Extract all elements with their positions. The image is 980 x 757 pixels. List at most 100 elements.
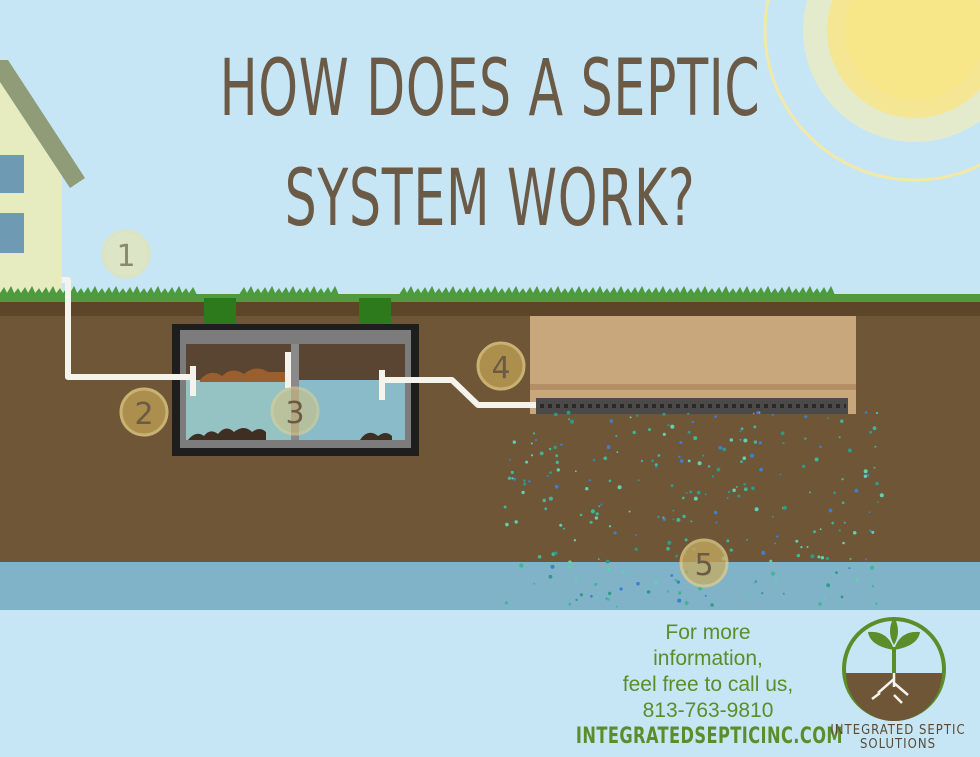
effluent-particle [769, 559, 773, 563]
effluent-particle [687, 459, 691, 463]
effluent-particle [675, 554, 678, 558]
effluent-particle [838, 529, 841, 532]
effluent-particle [843, 521, 846, 524]
effluent-particle [676, 580, 681, 584]
effluent-particle [761, 550, 766, 555]
effluent-particle [697, 461, 702, 466]
effluent-particle [869, 430, 873, 434]
effluent-particle [510, 470, 514, 474]
effluent-particle [831, 521, 834, 525]
brand-name-line-1: INTEGRATED SEPTIC [830, 723, 966, 738]
effluent-particle [554, 551, 558, 555]
effluent-particle [523, 479, 526, 482]
effluent-particle [512, 477, 517, 481]
effluent-particle [597, 558, 600, 561]
effluent-particle [689, 490, 693, 494]
effluent-particle [678, 591, 682, 595]
effluent-particle [685, 492, 688, 494]
effluent-particle [868, 511, 871, 514]
effluent-particle [672, 509, 675, 512]
effluent-particle [819, 445, 822, 449]
effluent-particle [869, 529, 872, 533]
effluent-particle [847, 448, 852, 453]
effluent-particle [849, 557, 852, 561]
effluent-particle [548, 447, 552, 451]
effluent-particle [804, 437, 807, 440]
effluent-particle [619, 587, 623, 591]
effluent-particle [748, 594, 751, 597]
effluent-particle [782, 442, 785, 445]
effluent-particle [776, 535, 779, 538]
effluent-particle [713, 510, 718, 515]
integrated-septic-logo-icon [842, 617, 946, 721]
effluent-particle [532, 432, 536, 435]
effluent-particle [533, 582, 536, 585]
effluent-particle [585, 487, 589, 491]
effluent-particle [809, 491, 811, 494]
website-link[interactable]: INTEGRATEDSEPTICINC.COM [575, 724, 843, 749]
effluent-particle [770, 571, 776, 576]
effluent-particle [651, 459, 654, 463]
effluent-particle [662, 412, 666, 416]
effluent-particle [555, 454, 559, 458]
groundwater-layer [0, 562, 980, 610]
phone-number[interactable]: 813-763-9810 [642, 699, 774, 722]
effluent-particle [632, 430, 636, 435]
effluent-particle [615, 435, 618, 438]
effluent-particle [813, 530, 816, 534]
effluent-particle [852, 531, 857, 535]
effluent-particle [598, 505, 601, 508]
effluent-particle [864, 411, 868, 414]
effluent-particle [636, 581, 640, 586]
effluent-particle [574, 470, 577, 473]
effluent-particle [622, 569, 626, 573]
effluent-particle [606, 597, 610, 601]
effluent-particle [568, 602, 572, 606]
effluent-particle [534, 439, 538, 442]
effluent-particle [635, 533, 638, 536]
effluent-particle [707, 465, 711, 468]
step-badge-2 [119, 387, 169, 437]
effluent-particle [875, 481, 879, 486]
sun-icon [763, 0, 980, 182]
effluent-particle [554, 484, 559, 489]
effluent-particle [637, 479, 640, 482]
effluent-particle [654, 463, 658, 467]
effluent-particle [592, 458, 596, 462]
effluent-particle [863, 469, 868, 474]
effluent-particle [657, 454, 661, 457]
effluent-particle [555, 460, 559, 465]
effluent-particle [801, 464, 806, 469]
effluent-particle [617, 485, 622, 490]
effluent-particle [667, 540, 672, 545]
effluent-particle [726, 497, 729, 499]
effluent-particle [681, 496, 685, 500]
effluent-particle [634, 547, 638, 551]
effluent-particle [740, 427, 744, 431]
effluent-particle [726, 539, 730, 543]
effluent-particle [616, 605, 618, 608]
step-number-1: 1 [116, 239, 135, 274]
effluent-particle [613, 531, 617, 535]
effluent-particle [594, 582, 598, 586]
effluent-particle [722, 447, 726, 452]
effluent-particle [804, 415, 808, 419]
effluent-particle [774, 542, 776, 545]
effluent-particle [505, 522, 509, 527]
effluent-particle [670, 574, 674, 577]
effluent-particle [646, 590, 651, 594]
effluent-particle [841, 478, 844, 481]
effluent-particle [554, 412, 558, 417]
effluent-particle [603, 456, 608, 461]
effluent-particle [826, 583, 831, 588]
effluent-particle [835, 571, 838, 574]
effluent-particle [684, 538, 688, 542]
effluent-particle [568, 560, 572, 564]
effluent-particle [648, 428, 651, 432]
effluent-particle [879, 493, 884, 498]
effluent-particle [588, 479, 591, 482]
effluent-particle [575, 598, 578, 602]
effluent-particle [550, 564, 555, 569]
effluent-particle [667, 590, 670, 593]
effluent-particle [696, 490, 701, 495]
